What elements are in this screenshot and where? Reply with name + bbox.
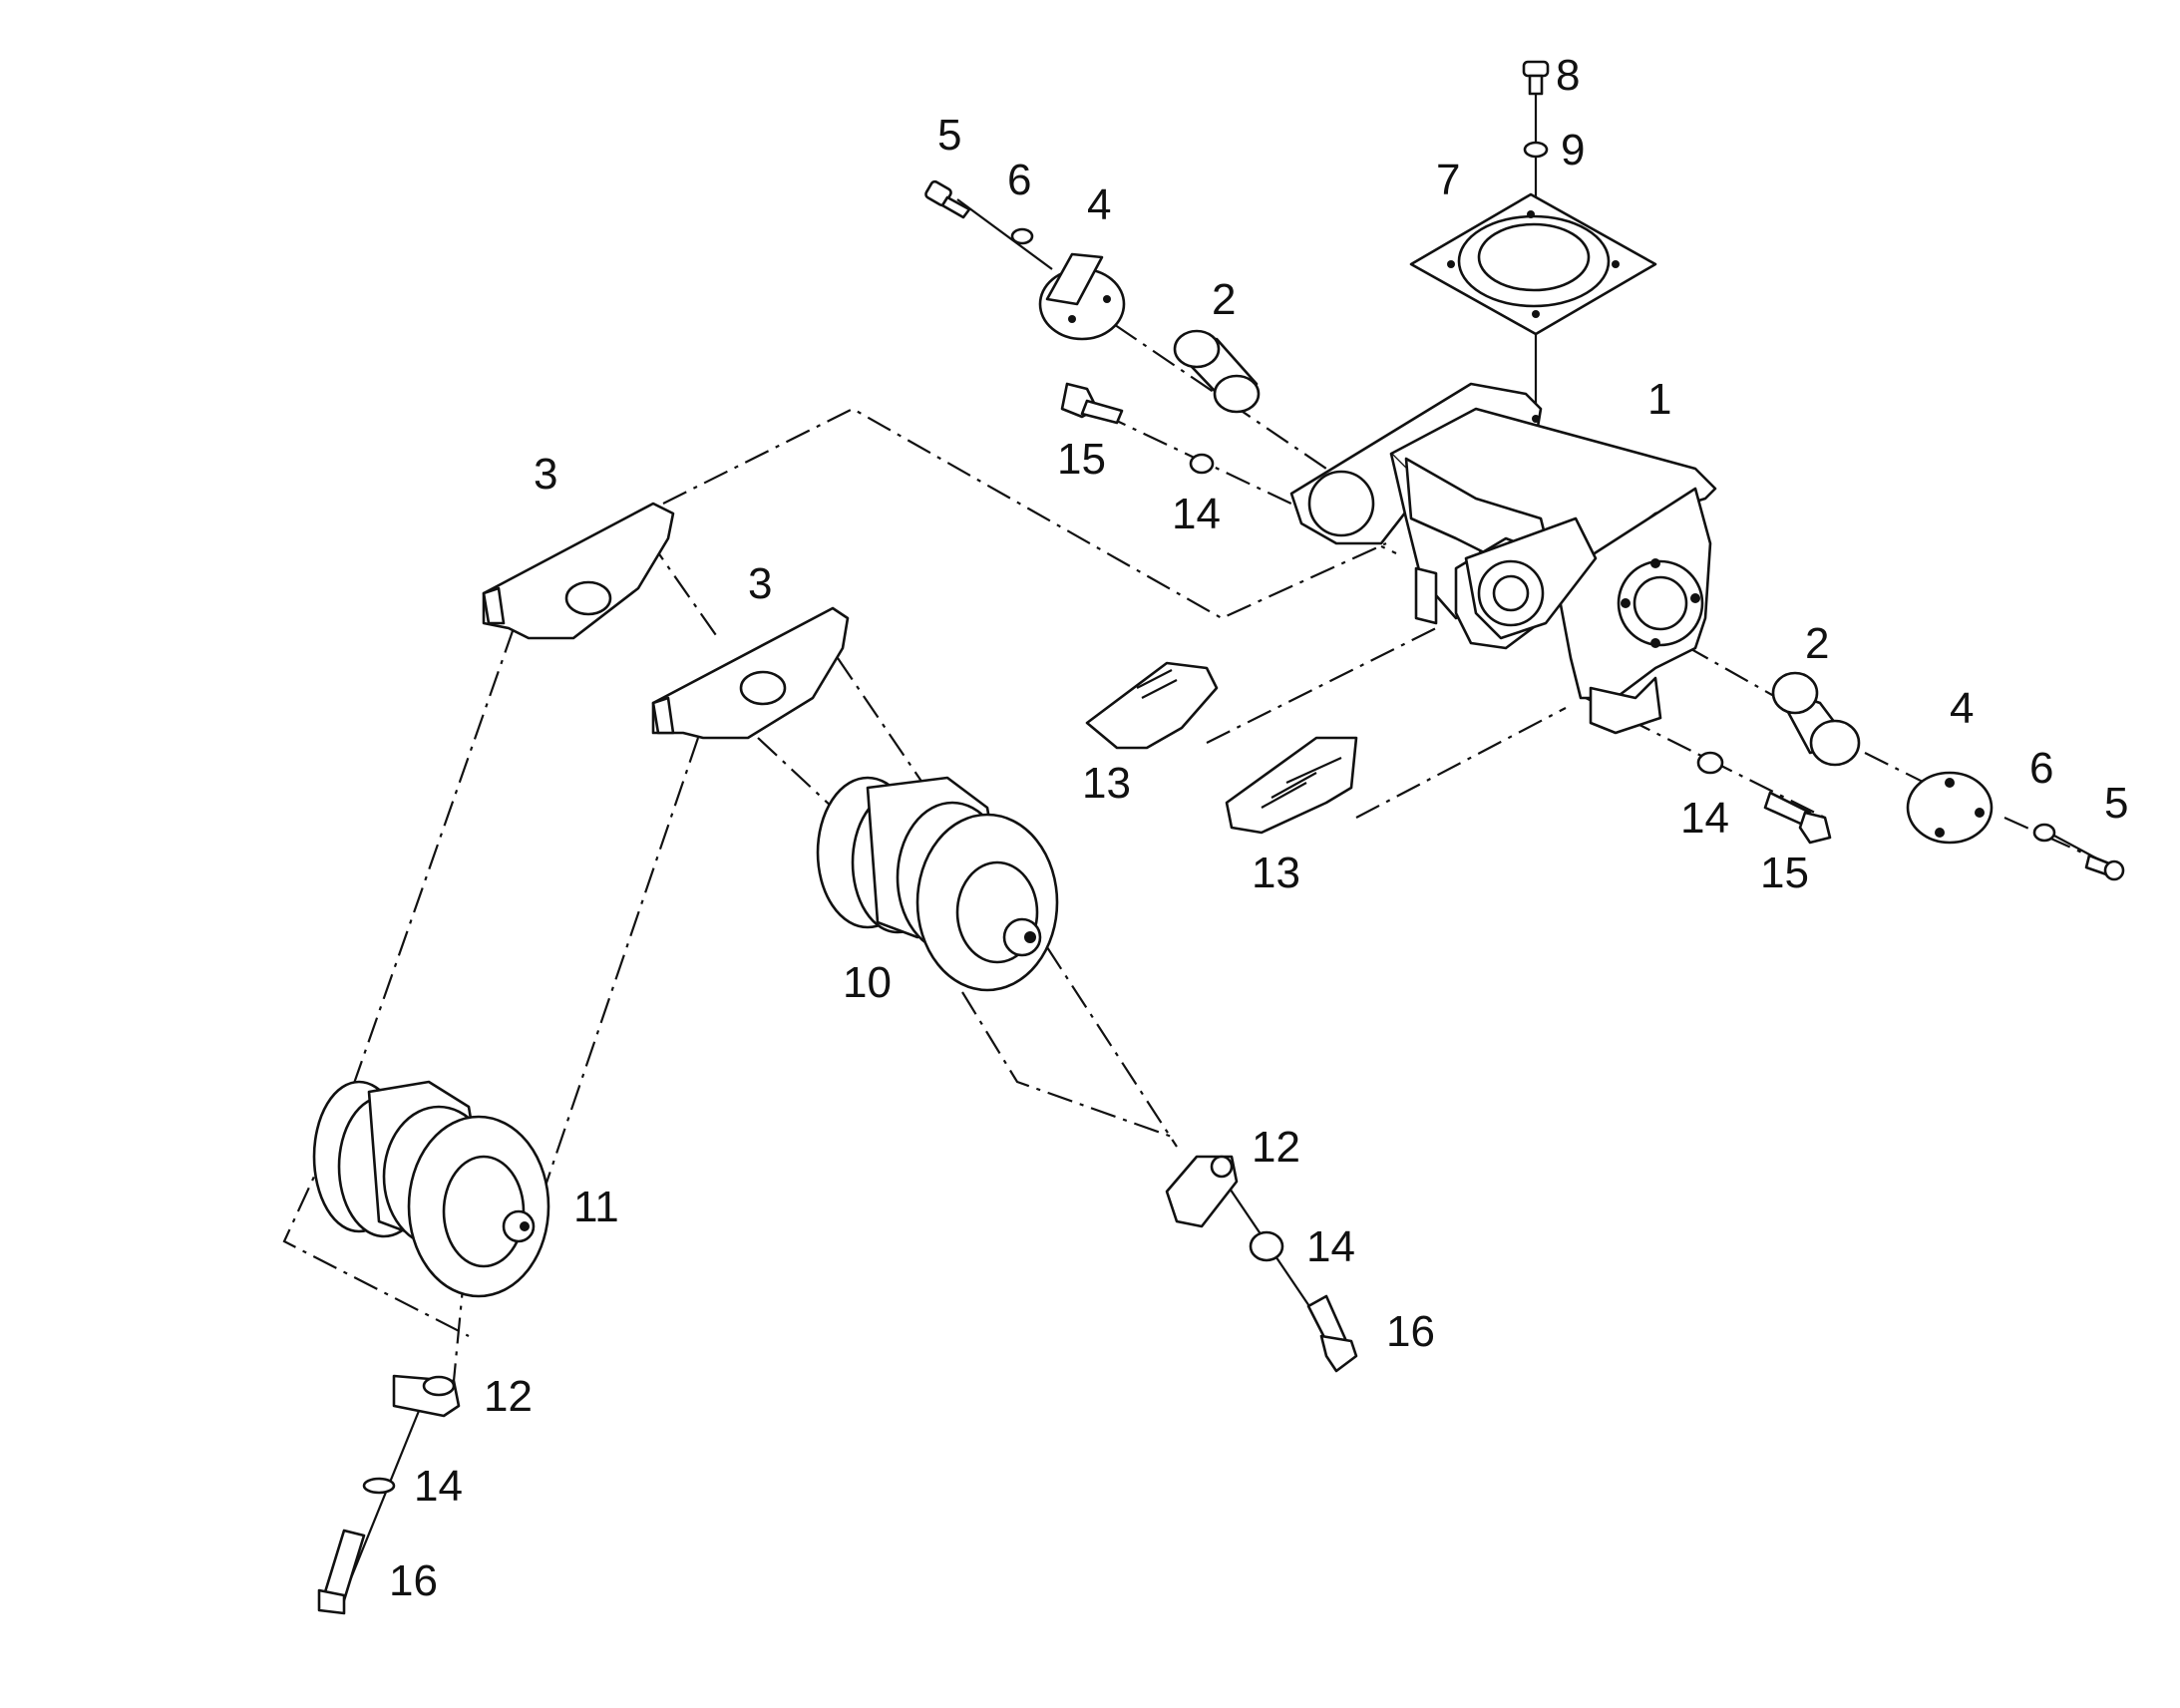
washer-14-right-lower-part	[1249, 1230, 1284, 1262]
callout-8: 8	[1556, 51, 1580, 100]
bolt-16-right-part	[1306, 1294, 1358, 1373]
pad-13-lower-part	[1225, 736, 1358, 835]
bolt-5-left-part	[924, 179, 971, 219]
pad-13-upper-part	[1085, 661, 1219, 750]
callout-13-upper: 13	[1082, 759, 1131, 808]
callout-14-right: 14	[1680, 794, 1729, 843]
callout-11: 11	[573, 1183, 619, 1231]
roller-11-part	[312, 1080, 550, 1298]
callout-3-lower: 3	[748, 559, 772, 608]
washer-6-left-part	[1010, 227, 1034, 245]
cap-4-left-part	[1038, 252, 1126, 341]
callout-3-upper: 3	[534, 450, 557, 499]
washer-14-right-part	[1696, 751, 1724, 775]
callout-12-right: 12	[1252, 1123, 1300, 1172]
bushing-2-right-part	[1771, 671, 1861, 767]
washer-9-part	[1523, 141, 1549, 159]
clip-12-left-part	[392, 1374, 461, 1418]
callout-1: 1	[1647, 375, 1671, 424]
callout-5-right: 5	[2104, 779, 2128, 828]
bolt-16-left-part	[317, 1529, 366, 1615]
top-plate-part	[1409, 192, 1657, 336]
clip-12-right-part	[1165, 1155, 1239, 1228]
callout-4-left: 4	[1087, 180, 1111, 229]
callout-6-right: 6	[2029, 744, 2053, 793]
callout-16-left: 16	[389, 1556, 438, 1605]
cap-4-right-part	[1906, 771, 1994, 845]
callout-2-left: 2	[1212, 275, 1236, 324]
callout-labels: 1 2 2 3 3 4 4 5 5 6 6 7 8 9 10 11 12 12 …	[389, 51, 2128, 1605]
washer-14-upper-part	[1189, 453, 1215, 475]
callout-5-left: 5	[937, 111, 961, 160]
callout-16-right: 16	[1386, 1307, 1435, 1356]
callout-15-left: 15	[1057, 435, 1106, 484]
bolt-8-part	[1522, 60, 1550, 96]
bolt-5-right-part	[2084, 854, 2125, 881]
callout-2-right: 2	[1805, 619, 1829, 668]
callout-12-left: 12	[484, 1372, 533, 1421]
bushing-2-left-part	[1173, 329, 1261, 414]
callout-14-left: 14	[414, 1462, 463, 1511]
plate-3-lower-part	[651, 606, 850, 740]
main-frame-part	[1289, 382, 1717, 735]
callout-7: 7	[1436, 156, 1460, 204]
roller-10-part	[816, 776, 1059, 992]
bolt-15-right-part	[1763, 791, 1832, 845]
washer-6-right-part	[2032, 823, 2056, 843]
washer-14-left-part	[362, 1477, 396, 1495]
callout-6-left: 6	[1007, 156, 1031, 204]
callout-10: 10	[843, 958, 892, 1007]
callout-14-right-lower: 14	[1306, 1222, 1355, 1271]
bolt-15-left-part	[1060, 382, 1124, 425]
callout-13-lower: 13	[1252, 849, 1300, 897]
callout-4-right: 4	[1950, 684, 1974, 733]
leader-lines	[282, 298, 2105, 1382]
plate-3-upper-part	[482, 502, 675, 640]
callout-15-right: 15	[1760, 849, 1809, 897]
callout-14-upper: 14	[1172, 490, 1221, 538]
callout-9: 9	[1561, 126, 1585, 174]
